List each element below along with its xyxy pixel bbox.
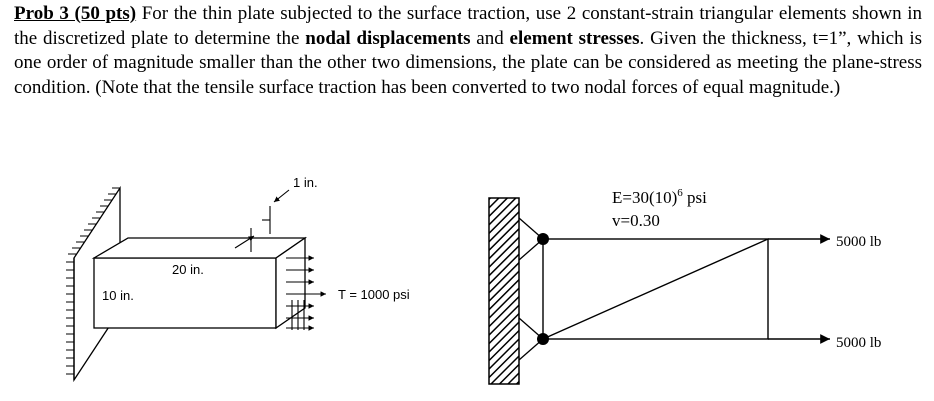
problem-text-2: elements shown in the discretized plate … bbox=[14, 3, 922, 49]
traction-arrows bbox=[286, 255, 326, 331]
thickness-label: 1 in. bbox=[293, 175, 318, 190]
poisson-label: v=0.30 bbox=[612, 211, 660, 230]
discretized-plate-figure: E=30(10)6 psi v=0.30 5000 lb 5000 lb bbox=[488, 187, 881, 385]
problem-statement: Prob 3 (50 pts) For the thin plate subje… bbox=[14, 2, 922, 100]
problem-text-period: . bbox=[639, 27, 645, 49]
node-2 bbox=[537, 333, 549, 345]
element-mesh bbox=[542, 238, 769, 340]
traction-label: T = 1000 psi bbox=[338, 287, 410, 302]
problem-text-1: For the thin plate subjected to the surf… bbox=[141, 3, 774, 24]
problem-label: Prob 3 (50 pts) bbox=[14, 3, 137, 24]
plate-body bbox=[91, 236, 308, 330]
emphasis-element-stresses: element stresses bbox=[509, 27, 640, 49]
plate-3d-figure: 1 in. 20 in. 10 in. T = 1000 psi bbox=[66, 175, 410, 383]
force-top-label: 5000 lb bbox=[836, 234, 881, 250]
force-bottom-label: 5000 lb bbox=[836, 335, 881, 351]
node-1 bbox=[537, 233, 549, 245]
modulus-label: E=30(10)6 psi bbox=[612, 187, 707, 207]
height-label: 10 in. bbox=[102, 288, 134, 303]
length-label: 20 in. bbox=[172, 262, 204, 277]
problem-text-rest: Given the thickness, t=1”, which is one … bbox=[14, 27, 923, 98]
fixed-support bbox=[488, 197, 520, 385]
thickness-dimension bbox=[234, 189, 290, 252]
problem-text-and: and bbox=[476, 27, 504, 49]
emphasis-nodal-displacements: nodal displacements bbox=[305, 27, 471, 49]
